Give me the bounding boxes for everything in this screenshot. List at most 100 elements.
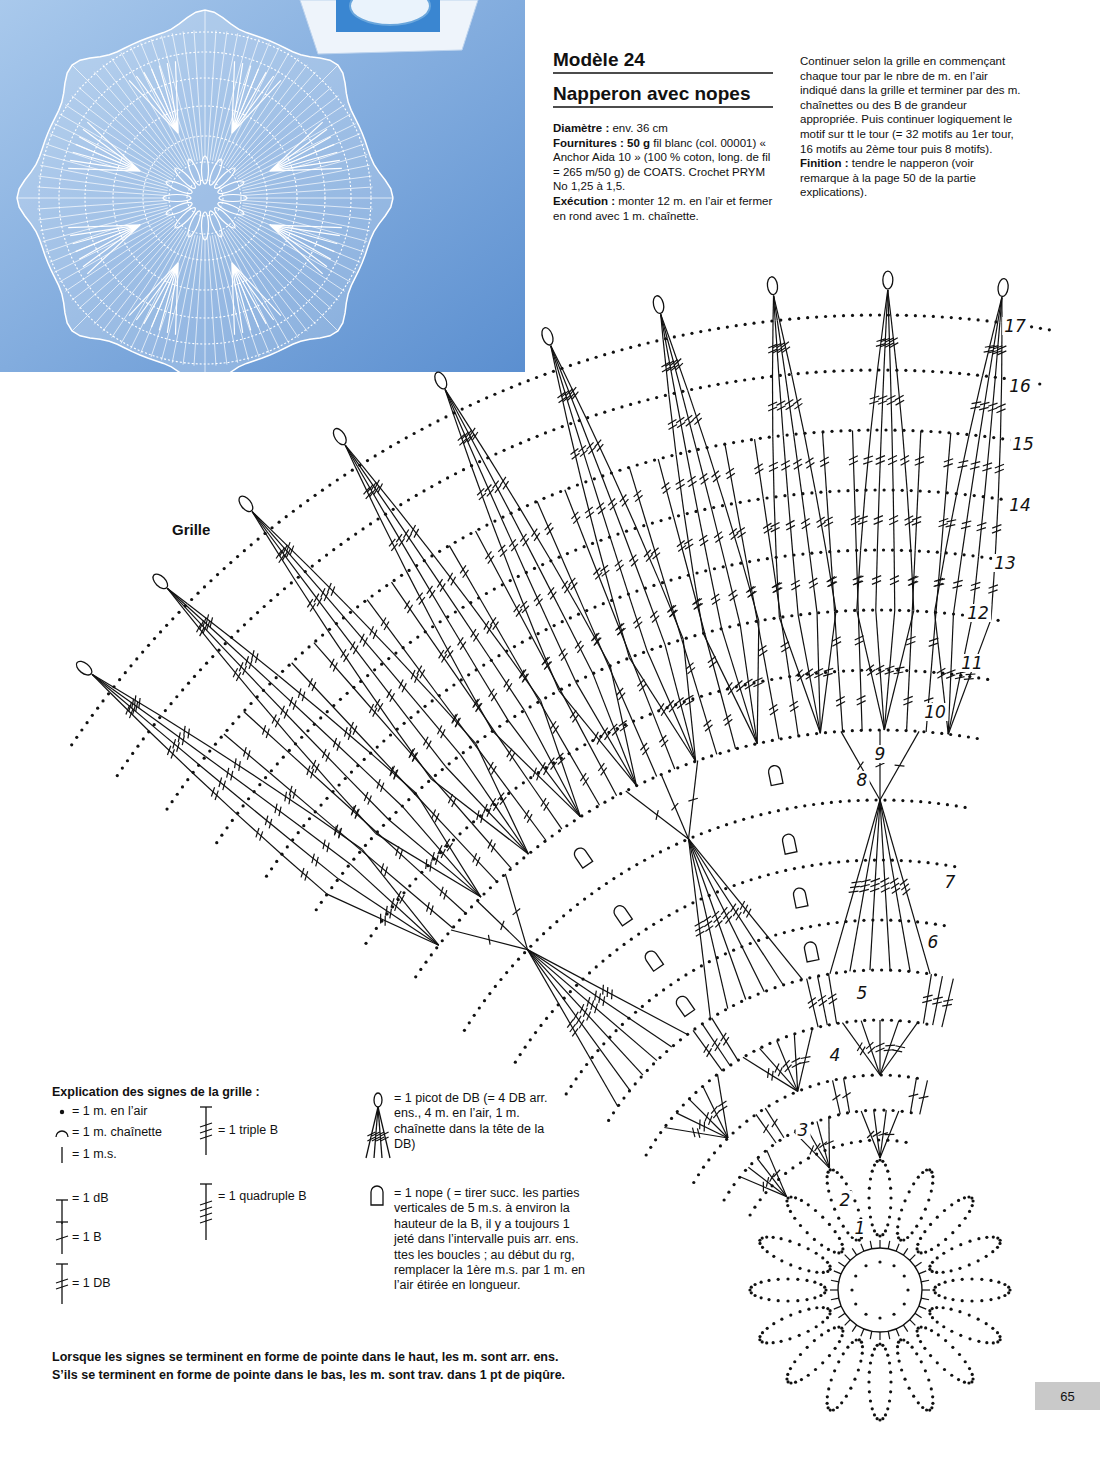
chain-dot xyxy=(684,973,687,976)
chain-dot xyxy=(942,1271,945,1274)
chain-dot xyxy=(393,579,396,582)
chain-dot xyxy=(783,931,786,934)
chain-dot xyxy=(772,1236,775,1239)
chain-dot xyxy=(752,1050,755,1053)
chain-dot xyxy=(977,1318,980,1321)
chain-dot xyxy=(441,768,444,771)
stitch-line xyxy=(136,702,138,712)
chain-dot xyxy=(937,1333,940,1336)
chain-dot xyxy=(961,613,964,616)
chain-dot xyxy=(827,1189,830,1192)
stitch-line xyxy=(260,831,263,840)
chain-dot xyxy=(889,1074,892,1077)
stitch-line xyxy=(880,1021,899,1075)
chain-dot xyxy=(779,676,782,679)
chain-dot xyxy=(584,675,587,678)
chain-dot xyxy=(862,969,865,972)
chain-dot xyxy=(806,316,809,319)
chain-dot xyxy=(302,824,305,827)
chain-dot xyxy=(819,1294,822,1297)
chain-dot xyxy=(722,1068,725,1071)
stitch-line xyxy=(239,761,241,771)
chain-dot xyxy=(595,356,598,359)
chain-dot xyxy=(461,536,464,539)
doily-petal xyxy=(207,158,224,187)
chain-dot xyxy=(837,1325,840,1328)
chain-dot xyxy=(750,1291,753,1294)
chain-dot xyxy=(890,1019,893,1022)
chain-dot xyxy=(898,1217,901,1220)
chain-dot xyxy=(407,798,410,801)
stitch-line xyxy=(712,911,719,918)
chain-dot xyxy=(991,1250,994,1253)
chain-dot xyxy=(521,641,524,644)
chain-dot xyxy=(1001,437,1004,440)
stitch-line xyxy=(809,1002,817,1008)
chain-dot xyxy=(815,315,818,318)
chain-dot xyxy=(882,548,885,551)
chain-dot xyxy=(992,1236,995,1239)
chain-dot xyxy=(536,845,539,848)
chain-dot xyxy=(797,317,800,320)
chain-dot xyxy=(725,381,728,384)
chain-dot xyxy=(141,650,144,653)
chain-dot xyxy=(949,733,952,736)
stitch-line xyxy=(149,731,193,773)
doily-petal xyxy=(207,210,224,239)
title-rule xyxy=(553,106,773,108)
chain-dot xyxy=(908,1190,911,1193)
chain-dot xyxy=(906,1341,909,1344)
stitch-line xyxy=(828,994,836,999)
chain-dot xyxy=(596,1049,599,1052)
chain-dot xyxy=(603,353,606,356)
chain-dot xyxy=(917,1250,920,1253)
chain-dot xyxy=(970,1299,973,1302)
chain-dot xyxy=(932,1288,935,1291)
chain-dot xyxy=(806,733,809,736)
chain-dot xyxy=(957,1199,960,1202)
chain-dot xyxy=(683,839,686,842)
doily-spokes xyxy=(17,10,393,372)
chain-dot xyxy=(659,1131,662,1134)
chain-dot xyxy=(153,637,156,640)
stitch-line xyxy=(817,1121,830,1168)
chain-dot xyxy=(959,1334,962,1337)
doily-spoke xyxy=(17,198,167,199)
chain-dot xyxy=(685,637,688,640)
stitch-line xyxy=(292,841,339,879)
chain-dot xyxy=(713,567,716,570)
chain-dot xyxy=(176,793,179,796)
chain-dot xyxy=(784,1172,787,1175)
chain-dot xyxy=(821,802,824,805)
chain-dot xyxy=(950,1247,953,1250)
chain-dot xyxy=(695,571,698,574)
stitch-line xyxy=(289,786,292,795)
chain-dot xyxy=(1048,328,1051,331)
chain-dot xyxy=(901,489,904,492)
chain-dot xyxy=(884,1229,887,1232)
chain-dot xyxy=(917,1401,920,1404)
doily-petal xyxy=(163,195,191,202)
chain-dot xyxy=(692,969,695,972)
stitch-line xyxy=(879,1332,880,1340)
chain-dot xyxy=(662,988,665,991)
chain-dot xyxy=(668,914,671,917)
chain-dot xyxy=(517,958,520,961)
chain-dot xyxy=(830,430,833,433)
chain-dot xyxy=(951,1346,954,1349)
chain-dot xyxy=(958,1310,961,1313)
chain-dot xyxy=(807,1157,810,1160)
doily-spoke xyxy=(112,58,184,166)
chain-dot xyxy=(909,859,912,862)
chain-dot xyxy=(588,810,591,813)
chain-dot xyxy=(768,1104,771,1107)
chain-dot xyxy=(171,800,174,803)
chain-dot xyxy=(888,1361,891,1364)
doily-spoke xyxy=(43,155,169,189)
chain-dot xyxy=(358,851,361,854)
chain-dot xyxy=(801,552,804,555)
stitch-line xyxy=(859,889,869,891)
chain-dot xyxy=(264,776,267,779)
chain-dot xyxy=(757,993,760,996)
doily-spoke xyxy=(72,65,178,171)
